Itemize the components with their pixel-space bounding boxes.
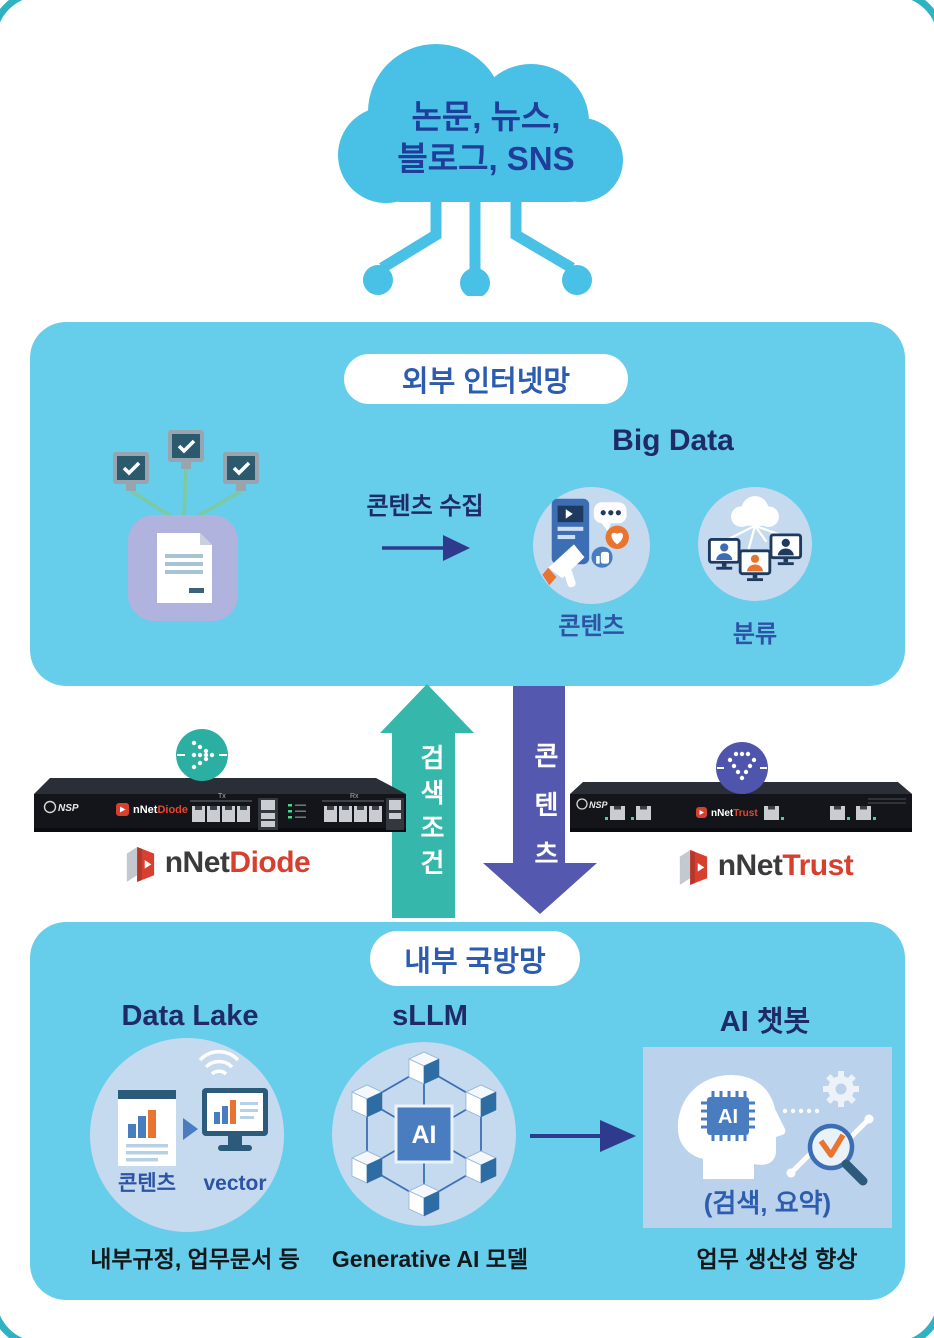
- sllm-icon-circle: AI: [332, 1042, 516, 1226]
- nnetdiode-logo-text: nNetDiode: [164, 846, 311, 879]
- internal-zone-title: 내부 국방망: [370, 931, 580, 986]
- mini-cloud-icon: [731, 496, 779, 527]
- classify-icon-circle: [698, 487, 812, 601]
- sllm-caption: Generative AI 모델: [331, 1246, 529, 1272]
- search-condition-up-arrow: [380, 684, 474, 918]
- user-monitor-icon: [707, 538, 741, 570]
- nnetdiode-logo: nNetDiode: [112, 842, 322, 884]
- cloud-sources-label: 논문, 뉴스, 블로그, SNS: [397, 98, 575, 178]
- sllm-ai-label: AI: [412, 1121, 437, 1149]
- content-document-icon: [118, 1090, 176, 1166]
- content-circle-label: 콘텐츠: [558, 613, 625, 640]
- content-icon-circle: [533, 487, 650, 604]
- chatbot-ai-label: AI: [718, 1106, 738, 1128]
- datalake-conversion-icon: 콘텐츠 vector: [118, 1050, 268, 1195]
- ai-chatbot-icon: AI: [677, 1071, 874, 1186]
- bigdata-title: Big Data: [612, 424, 734, 457]
- user-monitor-icon: [738, 549, 772, 582]
- convert-arrow-icon: [183, 1118, 198, 1140]
- social-content-icon: [542, 498, 629, 588]
- trust-flow-badge-icon: [716, 742, 768, 794]
- thumbs-up-badge-icon: [591, 546, 613, 568]
- content-arrow-label: 콘텐츠: [530, 742, 560, 889]
- web-crawler-icon: [113, 430, 259, 621]
- device-brand-nsp: NSP: [58, 803, 79, 814]
- nnetdiode-logo-cube-icon: [126, 847, 154, 882]
- chatbot-caption: 업무 생산성 향상: [696, 1246, 858, 1272]
- datalake-content-label: 콘텐츠: [118, 1172, 176, 1195]
- collect-label: 콘텐츠 수집: [366, 493, 484, 520]
- external-zone-title: 외부 인터넷망: [344, 354, 628, 404]
- collect-arrow-icon: [382, 535, 470, 561]
- user-monitor-icon: [769, 533, 803, 566]
- nnettrust-appliance: NSP nNetTrust: [570, 782, 912, 832]
- rj45-ports: [605, 806, 876, 820]
- datalake-icon-circle: 콘텐츠 vector: [90, 1038, 284, 1232]
- vector-monitor-icon: [202, 1088, 268, 1151]
- gear-icon: [823, 1071, 859, 1107]
- document-collector-icon: [128, 515, 238, 621]
- dotted-link: [782, 1108, 820, 1114]
- cloud-classification-icon: [707, 496, 803, 582]
- ai-chip-icon: [707, 1097, 749, 1135]
- classify-circle-label: 분류: [732, 621, 778, 648]
- tx-port-label: Tx: [218, 793, 226, 800]
- status-leds: [288, 804, 306, 819]
- datalake-caption: 내부규정, 업무문서 등: [90, 1246, 300, 1272]
- cloud-connector-lines: [379, 200, 575, 273]
- chatbot-panel: AI: [643, 1047, 892, 1228]
- datalake-title: Data Lake: [121, 1000, 259, 1032]
- sllm-to-chatbot-arrow: [530, 1120, 636, 1152]
- chatbot-note: (검색, 요약): [703, 1188, 832, 1218]
- datalake-vector-label: vector: [203, 1172, 266, 1195]
- chatbot-title: AI 챗봇: [719, 1006, 811, 1038]
- wifi-icon: [198, 1050, 240, 1076]
- nnettrust-logo-text: nNetTrust: [717, 849, 854, 882]
- vent-holes: [868, 798, 906, 804]
- diode-flow-badge-icon: [176, 729, 228, 781]
- ai-network-icon: AI: [351, 1051, 497, 1217]
- content-down-arrow: [483, 686, 597, 914]
- panel-brand-text: nNetTrust: [711, 808, 758, 819]
- chip-pins: [701, 1091, 755, 1141]
- megaphone-icon: [542, 544, 585, 588]
- checked-monitor-icon: [113, 430, 259, 491]
- panel-brand-text: nNetDiode: [133, 804, 188, 816]
- nnettrust-logo-cube-icon: [679, 850, 707, 885]
- rx-port-label: Rx: [350, 793, 359, 800]
- nnetdiode-appliance: NSP nNetDiode Tx Rx: [34, 778, 406, 832]
- chat-bubble-icon: [593, 502, 627, 532]
- device-brand-nsp: NSP: [589, 800, 609, 810]
- search-arrow-label: 검색조건: [416, 744, 446, 884]
- heart-badge-icon: [605, 525, 629, 550]
- sllm-title: sLLM: [392, 1000, 468, 1032]
- internet-cloud-icon: [338, 44, 623, 296]
- nnettrust-logo: nNetTrust: [645, 845, 885, 887]
- magnifier-icon: [807, 1123, 868, 1186]
- cloud-connector-nodes: [363, 265, 592, 296]
